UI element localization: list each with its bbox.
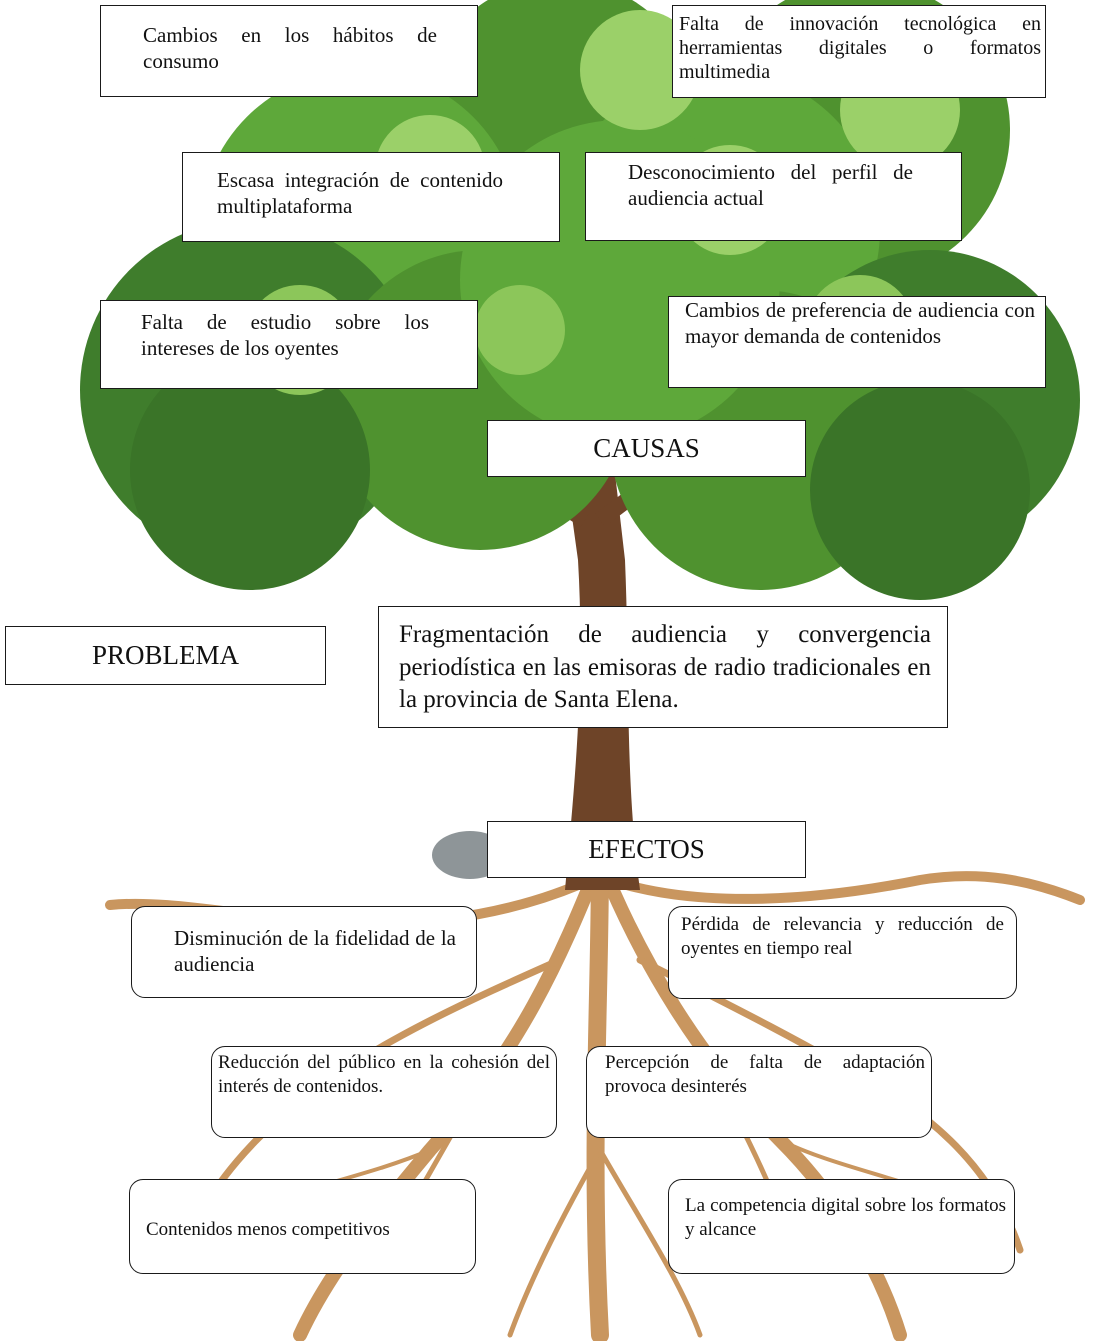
effect-box-1: Disminución de la fidelidad de la audien… xyxy=(131,906,477,998)
cause-text-2: Falta de innovación tecnológica en herra… xyxy=(679,13,1041,83)
effect-text-3: Reducción del público en la cohesión del… xyxy=(218,1052,550,1097)
cause-text-4: Desconocimiento del perfil de audiencia … xyxy=(628,160,913,211)
effect-box-5: Contenidos menos competitivos xyxy=(129,1179,476,1274)
problem-statement: Fragmentación de audiencia y convergenci… xyxy=(378,606,948,728)
effect-text-6: La competencia digital sobre los formato… xyxy=(685,1195,1006,1240)
effect-box-4: Percepción de falta de adaptación provoc… xyxy=(586,1046,932,1138)
cause-box-2: Falta de innovación tecnológica en herra… xyxy=(672,5,1046,98)
cause-box-1: Cambios en los hábitos de consumo xyxy=(100,5,478,97)
cause-text-3: Escasa integración de contenido multipla… xyxy=(217,168,503,219)
cause-box-5: Falta de estudio sobre los intereses de … xyxy=(100,300,478,389)
effect-text-1: Disminución de la fidelidad de la audien… xyxy=(174,926,456,977)
problem-label: PROBLEMA xyxy=(5,626,326,685)
effect-text-5: Contenidos menos competitivos xyxy=(146,1219,390,1240)
effect-text-2: Pérdida de relevancia y reducción de oye… xyxy=(681,914,1004,959)
effect-text-4: Percepción de falta de adaptación provoc… xyxy=(605,1052,925,1097)
cause-box-3: Escasa integración de contenido multipla… xyxy=(182,152,560,242)
effects-heading: EFECTOS xyxy=(487,821,806,878)
effect-box-3: Reducción del público en la cohesión del… xyxy=(211,1046,557,1138)
effect-box-2: Pérdida de relevancia y reducción de oye… xyxy=(668,906,1017,999)
cause-box-6: Cambios de preferencia de audiencia con … xyxy=(668,296,1046,388)
cause-box-4: Desconocimiento del perfil de audiencia … xyxy=(585,152,962,241)
cause-text-5: Falta de estudio sobre los intereses de … xyxy=(141,310,429,361)
cause-text-6: Cambios de preferencia de audiencia con … xyxy=(685,298,1035,349)
cause-text-1: Cambios en los hábitos de consumo xyxy=(143,23,437,74)
effect-box-6: La competencia digital sobre los formato… xyxy=(668,1179,1015,1274)
causes-heading: CAUSAS xyxy=(487,420,806,477)
